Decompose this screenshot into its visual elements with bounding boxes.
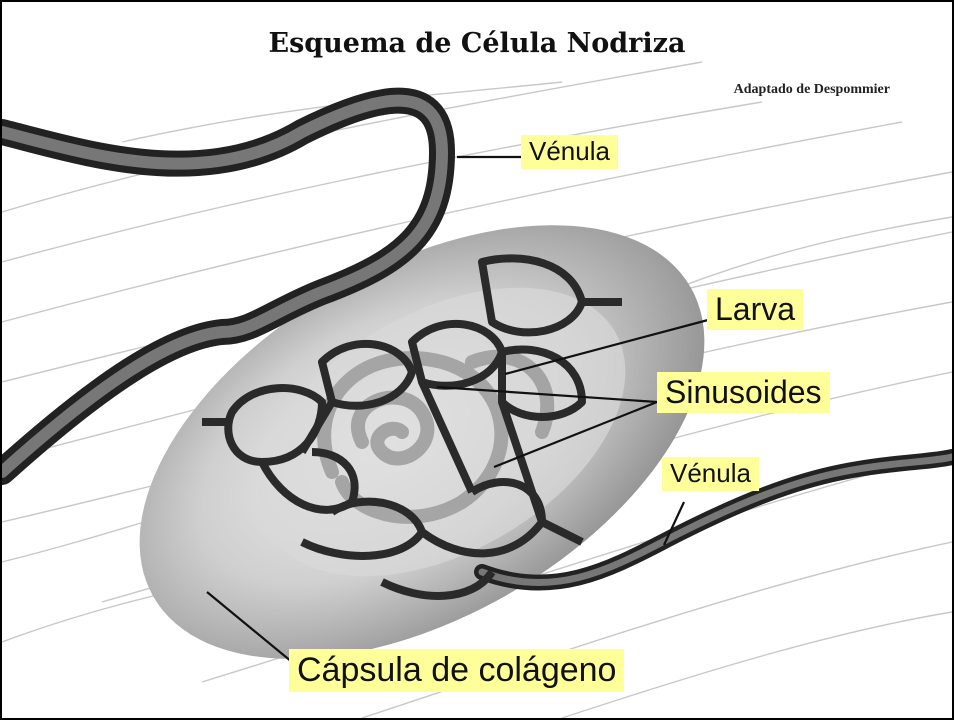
source-credit: Adaptado de Despommier [734, 82, 890, 98]
label-sinusoides: Sinusoides [657, 372, 830, 413]
label-venula-top: Vénula [521, 135, 618, 169]
label-venula-right: Vénula [662, 457, 759, 491]
diagram-title: Esquema de Célula Nodriza [2, 28, 952, 59]
label-capsula: Cápsula de colágeno [289, 649, 624, 692]
label-larva: Larva [707, 289, 803, 330]
